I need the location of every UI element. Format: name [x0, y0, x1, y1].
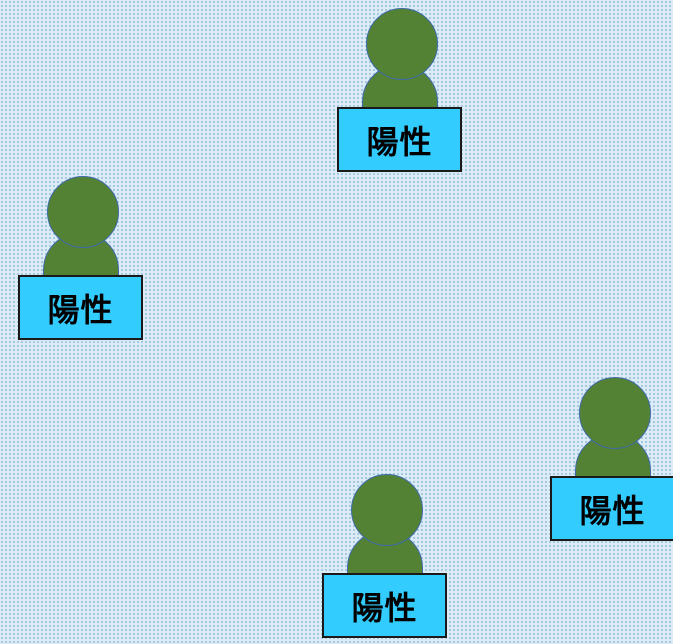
positive-label: 陽性 [550, 476, 673, 541]
positive-label: 陽性 [322, 573, 447, 638]
person-head-icon [351, 474, 423, 546]
positive-label: 陽性 [337, 107, 462, 172]
person-figure-1: 陽性 [337, 8, 467, 178]
person-head-icon [47, 176, 119, 248]
person-head-icon [366, 8, 438, 80]
person-head-icon [579, 377, 651, 449]
person-figure-2: 陽性 [18, 176, 148, 346]
person-figure-3: 陽性 [550, 377, 673, 547]
positive-label: 陽性 [18, 275, 143, 340]
person-figure-4: 陽性 [322, 474, 452, 644]
